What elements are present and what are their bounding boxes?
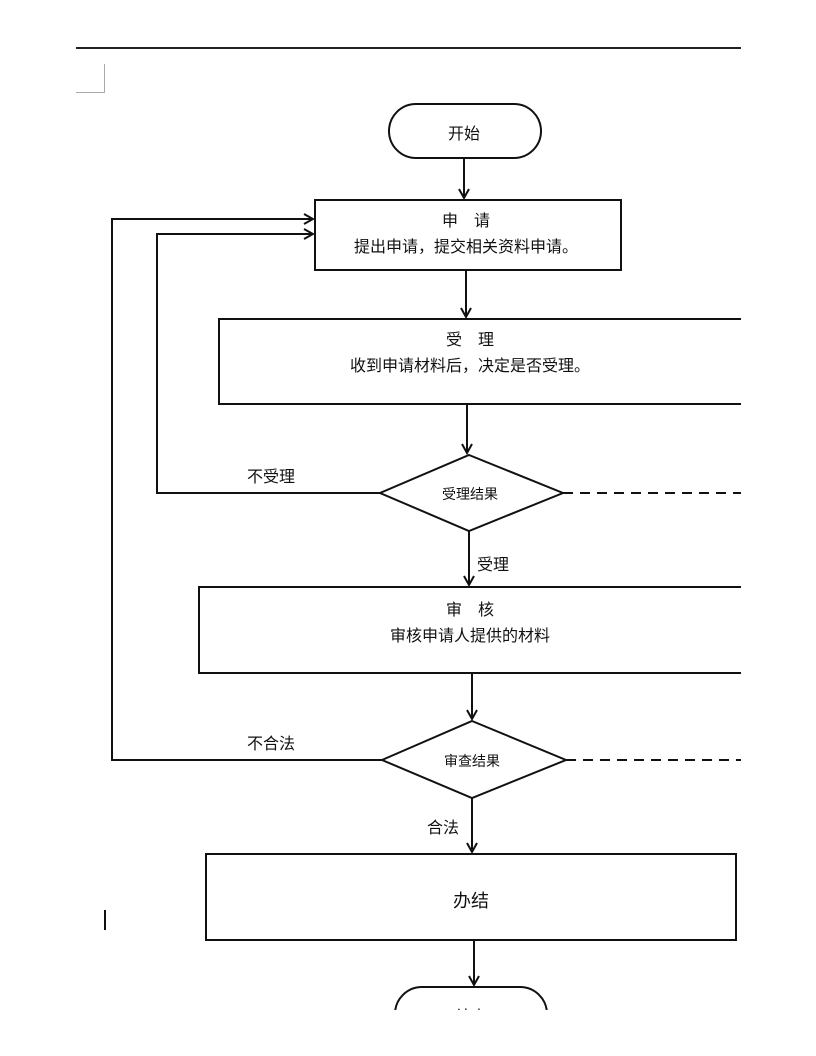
accept-box xyxy=(218,318,741,405)
complete-label: 办结 xyxy=(453,891,489,912)
review-box xyxy=(198,586,741,674)
apply-desc: 提出申请，提交相关资料申请。 xyxy=(353,237,579,256)
reject-loop-line xyxy=(156,234,380,494)
legal-label: 合法 xyxy=(427,818,460,837)
end-label: 结束 xyxy=(455,1003,487,1010)
flowchart: 开始 申 请 提出申请，提交相关资料申请。 受 理 收到申请材料后，决定是否受理… xyxy=(111,103,741,1010)
accept-title: 受 理 xyxy=(445,330,495,349)
accept-desc: 收到申请材料后，决定是否受理。 xyxy=(349,356,591,375)
accepted-label: 受理 xyxy=(477,555,510,574)
apply-box xyxy=(314,199,622,271)
complete-box xyxy=(205,853,737,941)
review-decision-label: 审查结果 xyxy=(444,754,500,770)
flowchart-canvas xyxy=(111,103,741,1010)
apply-title: 申 请 xyxy=(441,211,491,230)
illegal-label: 不合法 xyxy=(247,734,296,753)
review-title: 审 核 xyxy=(445,600,495,619)
start-label: 开始 xyxy=(447,124,481,143)
illegal-loop-line xyxy=(111,219,382,761)
accept-decision-label: 受理结果 xyxy=(442,487,498,503)
review-desc: 审核申请人提供的材料 xyxy=(389,626,551,645)
header-rule xyxy=(76,47,741,49)
reject-label: 不受理 xyxy=(247,467,296,486)
end-terminal xyxy=(394,986,548,1010)
corner-mark xyxy=(76,64,105,93)
text-cursor xyxy=(104,910,106,930)
